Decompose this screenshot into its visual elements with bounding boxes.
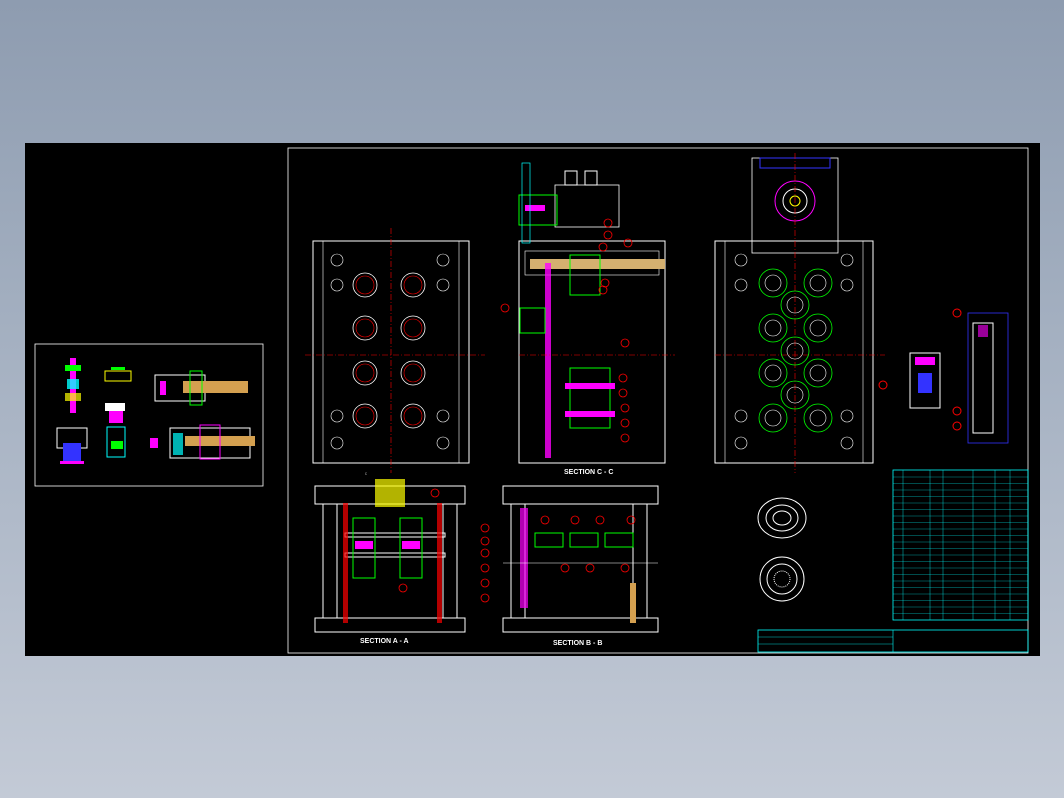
svg-text:C: C (365, 473, 367, 477)
guide-pin (840, 278, 854, 292)
cavity-ring (780, 290, 810, 320)
section-c-view: SECTION C - C (500, 162, 675, 476)
item-balloon (585, 563, 595, 573)
guide-pin (436, 409, 450, 423)
cavity-outline (352, 272, 378, 298)
item-balloon (618, 388, 628, 398)
section-b-view: SECTION B - B (502, 485, 659, 647)
cavity-core (355, 275, 375, 295)
item-balloon (598, 285, 608, 295)
cavity-outline (352, 315, 378, 341)
cavity-ring (780, 380, 810, 410)
guide-pin (436, 253, 450, 267)
section-aa-label: SECTION A - A (360, 638, 409, 645)
cavity-core (809, 364, 827, 382)
cavity-outline (352, 360, 378, 386)
item-balloon (540, 515, 550, 525)
cavity-ring (803, 403, 833, 433)
item-balloon (560, 563, 570, 573)
item-balloon (595, 515, 605, 525)
cavity-ring (758, 268, 788, 298)
cavity-ring (803, 358, 833, 388)
guide-pin (840, 253, 854, 267)
item-balloon (618, 373, 628, 383)
item-balloon (620, 338, 630, 348)
item-balloon (620, 433, 630, 443)
detail-inset (34, 343, 264, 487)
guide-pin (330, 253, 344, 267)
item-balloon (620, 563, 630, 573)
cavity-core (764, 409, 782, 427)
item-balloon (626, 515, 636, 525)
plan-view-right (714, 153, 885, 473)
item-balloon (480, 563, 490, 573)
cavity-ring (780, 336, 810, 366)
guide-pin (734, 278, 748, 292)
cavity-core (403, 275, 423, 295)
item-balloon (430, 488, 440, 498)
section-a-view: SECTION A - A (314, 479, 490, 645)
cavity-core (403, 363, 423, 383)
guide-pin (840, 436, 854, 450)
cavity-core (786, 296, 804, 314)
guide-pin (840, 409, 854, 423)
cavity-core (809, 319, 827, 337)
cad-viewport[interactable]: C SECTION C - C (25, 143, 1040, 656)
guide-pin (330, 409, 344, 423)
cavity-outline (400, 272, 426, 298)
section-cc-label: SECTION C - C (564, 469, 613, 476)
cavity-outline (400, 403, 426, 429)
cavity-core (786, 386, 804, 404)
part-views (757, 497, 807, 602)
cavity-outline (400, 360, 426, 386)
cavity-ring (803, 313, 833, 343)
side-detail (878, 308, 1009, 444)
cavity-core (355, 318, 375, 338)
item-balloon (480, 523, 490, 533)
title-block (757, 469, 1029, 653)
item-balloon (620, 418, 630, 428)
cavity-core (403, 318, 423, 338)
cavity-core (764, 364, 782, 382)
cavity-ring (803, 268, 833, 298)
item-balloon (480, 578, 490, 588)
guide-pin (436, 436, 450, 450)
cavity-core (355, 363, 375, 383)
guide-pin (734, 253, 748, 267)
item-balloon (603, 230, 613, 240)
cavity-ring (758, 403, 788, 433)
cavity-core (764, 274, 782, 292)
guide-pin (436, 278, 450, 292)
item-balloon (600, 278, 610, 288)
cavity-ring (758, 358, 788, 388)
cavity-outline (400, 315, 426, 341)
cavity-core (809, 274, 827, 292)
cavity-core (403, 406, 423, 426)
cavity-core (809, 409, 827, 427)
cavity-core (786, 342, 804, 360)
item-balloon (480, 548, 490, 558)
item-balloon (603, 218, 613, 228)
item-balloon (398, 583, 408, 593)
sheet-border (287, 147, 1029, 654)
cavity-core (764, 319, 782, 337)
cavity-outline (352, 403, 378, 429)
item-balloon (598, 242, 608, 252)
cad-drawing: C SECTION C - C (34, 147, 1029, 654)
guide-pin (330, 278, 344, 292)
item-balloon (500, 303, 510, 313)
section-bb-label: SECTION B - B (553, 640, 602, 647)
guide-pin (330, 436, 344, 450)
plan-view-left: C (305, 228, 485, 477)
cavity-ring (758, 313, 788, 343)
cavity-core (355, 406, 375, 426)
item-balloon (620, 403, 630, 413)
item-balloon (480, 536, 490, 546)
item-balloon (480, 593, 490, 603)
guide-pin (734, 436, 748, 450)
guide-pin (734, 409, 748, 423)
item-balloon (570, 515, 580, 525)
item-balloon (623, 238, 633, 248)
